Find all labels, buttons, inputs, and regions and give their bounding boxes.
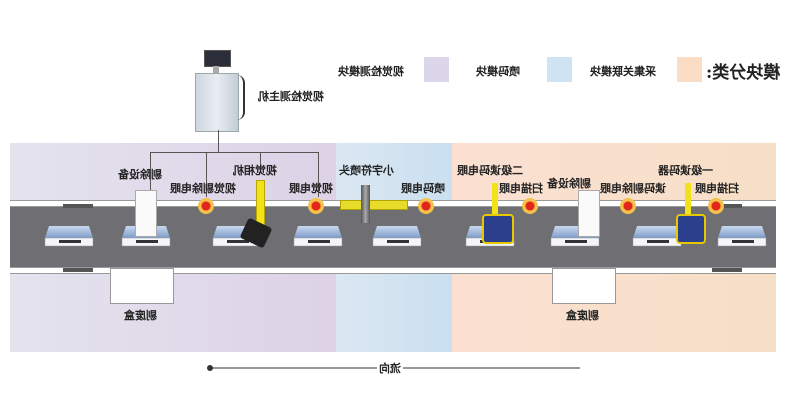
reader-reject-eye-label: 读码剔除电眼 (600, 182, 666, 195)
legend-swatch-vision (424, 57, 449, 82)
carton (632, 226, 682, 247)
carton (372, 226, 422, 247)
belt-roller (63, 204, 93, 208)
primary-reader-icon (676, 214, 706, 244)
reject-bin-left-label: 剔废盒 (124, 309, 157, 322)
host-cable (218, 130, 219, 152)
host-bus (150, 152, 318, 153)
print-head-bracket (340, 200, 408, 210)
carton (44, 226, 94, 247)
carton (293, 226, 343, 247)
flow-arrow-head (207, 365, 213, 371)
conveyor-bottom-rail (10, 267, 776, 274)
legend-swatch-coding (547, 57, 572, 82)
scan-eye-2-icon (708, 198, 724, 214)
carton (717, 226, 767, 247)
vision-camera-label: 视觉相机 (233, 164, 277, 177)
vision-host-machine (193, 50, 245, 132)
flow-direction-label: 流向 (377, 360, 403, 376)
vision-eye-icon (308, 198, 324, 214)
small-char-head-label: 小字符喷头 (339, 164, 394, 177)
wire-vision-eye (318, 152, 319, 197)
reject-device-left (135, 190, 157, 237)
secondary-reader-eye-label: 二级读码电眼 (457, 164, 523, 177)
legend-swatch-acquisition (677, 57, 702, 82)
belt-roller (63, 268, 93, 272)
coding-eye-label: 喷码电眼 (401, 182, 445, 195)
wire-reject-device (150, 152, 151, 192)
reject-bin-left (110, 268, 174, 304)
reject-device-right (578, 190, 600, 237)
scan-eye-1-label: 扫描电眼 (499, 182, 543, 195)
belt-roller (712, 204, 742, 208)
primary-reader-mount (685, 183, 691, 218)
wire-reject-eye (206, 152, 207, 197)
reader-reject-eye-icon (620, 198, 636, 214)
scan-eye-2-label: 扫描电眼 (695, 182, 739, 195)
reject-bin-right (552, 268, 616, 304)
reject-device-right-label: 剔除设备 (547, 177, 591, 190)
camera-mount (256, 180, 265, 227)
primary-reader-label: 一级读码器 (658, 164, 713, 177)
secondary-reader-mount (492, 183, 498, 218)
coding-eye-icon (418, 198, 434, 214)
scan-eye-1-icon (522, 198, 538, 214)
vision-eye-label: 视觉电眼 (289, 182, 333, 195)
reject-bin-right-label: 剔废盒 (566, 309, 599, 322)
print-head-icon (361, 185, 370, 223)
secondary-reader-icon (482, 214, 514, 244)
wire-camera (260, 152, 261, 172)
reject-device-left-label: 剔除设备 (118, 168, 162, 181)
belt-roller (712, 268, 742, 272)
vision-reject-eye-label: 视觉剔除电眼 (170, 182, 236, 195)
vision-reject-eye-icon (198, 198, 214, 214)
